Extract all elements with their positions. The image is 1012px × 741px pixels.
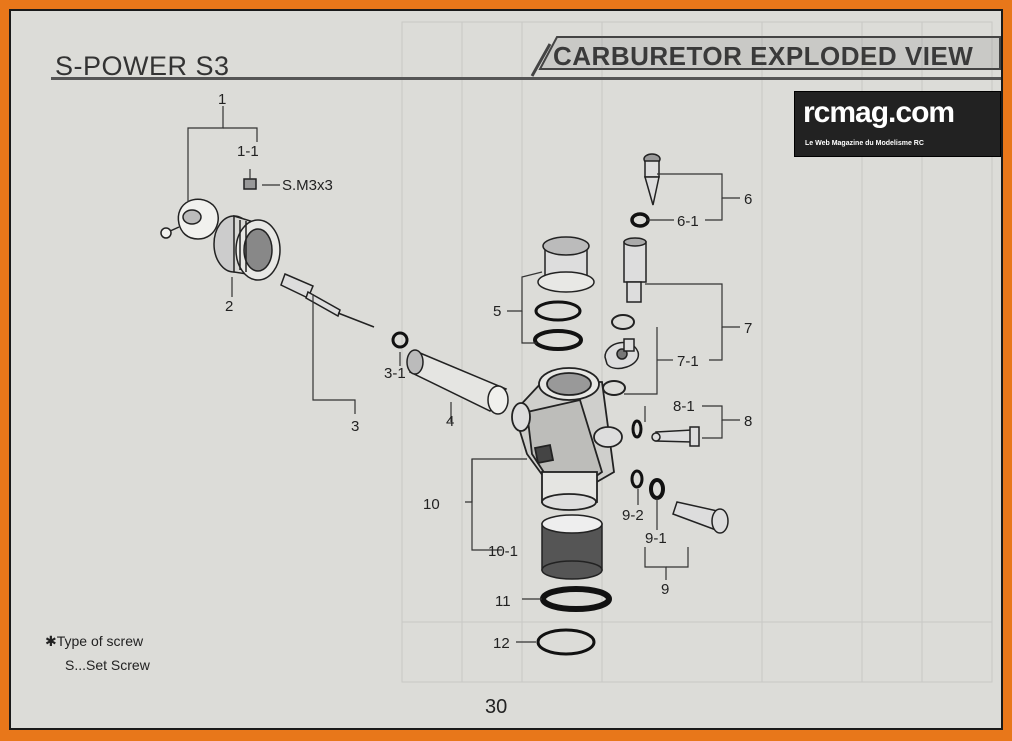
- part-3-1-oring: [391, 331, 409, 349]
- callout-10-1: 10-1: [488, 543, 519, 560]
- callout-12: 12: [493, 635, 510, 652]
- part-9-idle-screw: [630, 469, 729, 534]
- note-screw-type: ✱Type of screw: [45, 633, 144, 649]
- callout-6: 6: [744, 191, 753, 208]
- callout-11: 11: [495, 593, 511, 610]
- model-title: S-POWER S3: [55, 51, 230, 81]
- callout-10: 10: [423, 496, 440, 513]
- exploded-view-diagram: [160, 21, 1001, 683]
- callout-9: 9: [661, 581, 670, 598]
- callout-7-1: 7-1: [677, 353, 699, 370]
- note-set-screw: S...Set Screw: [65, 657, 150, 673]
- watermark-brand: rcmag.com: [803, 96, 955, 129]
- callout-9-1: 9-1: [645, 530, 667, 547]
- header-rule: [51, 77, 1001, 80]
- leader-lines: [187, 106, 740, 643]
- callout-9-2: 9-2: [622, 507, 644, 524]
- callout-1-1: 1-1: [237, 143, 259, 160]
- part-8-screw: [631, 419, 700, 447]
- callout-3-1: 3-1: [384, 365, 406, 382]
- part-4-sleeve: [406, 349, 509, 415]
- callout-2: 2: [225, 298, 234, 315]
- part-1-throttle-arm: [160, 178, 257, 240]
- callout-3: 3: [351, 418, 360, 435]
- part-6-needle-valve: [630, 153, 661, 228]
- manual-page: S-POWER S3 CARBURETOR EXPLODED VIEW rcma…: [9, 9, 1003, 730]
- callout-6-1: 6-1: [677, 213, 699, 230]
- callout-4: 4: [446, 413, 455, 430]
- watermark-tagline: Le Web Magazine du Modelisme RC: [805, 140, 924, 147]
- callout-1: 1: [218, 91, 227, 108]
- watermark-logo: rcmag.com Le Web Magazine du Modelisme R…: [794, 91, 1001, 157]
- callout-7: 7: [744, 320, 753, 337]
- part-11-oring: [540, 586, 612, 612]
- page-number: 30: [485, 696, 508, 718]
- part-2-drum: [213, 214, 281, 281]
- part-10-1-sleeve: [541, 514, 603, 580]
- section-tab: [530, 36, 1001, 77]
- callout-5: 5: [493, 303, 502, 320]
- part-3-needle: [280, 272, 375, 328]
- part-12-gasket: [536, 628, 596, 656]
- part-5-intake-insert: [533, 236, 595, 351]
- callout-8-1: 8-1: [673, 398, 695, 415]
- section-title: CARBURETOR EXPLODED VIEW: [553, 41, 974, 71]
- part-10-carb-body: [511, 367, 623, 511]
- part-7-fuel-fitting: [602, 237, 647, 396]
- callout-screw-spec: S.M3x3: [282, 177, 333, 194]
- callout-8: 8: [744, 413, 753, 430]
